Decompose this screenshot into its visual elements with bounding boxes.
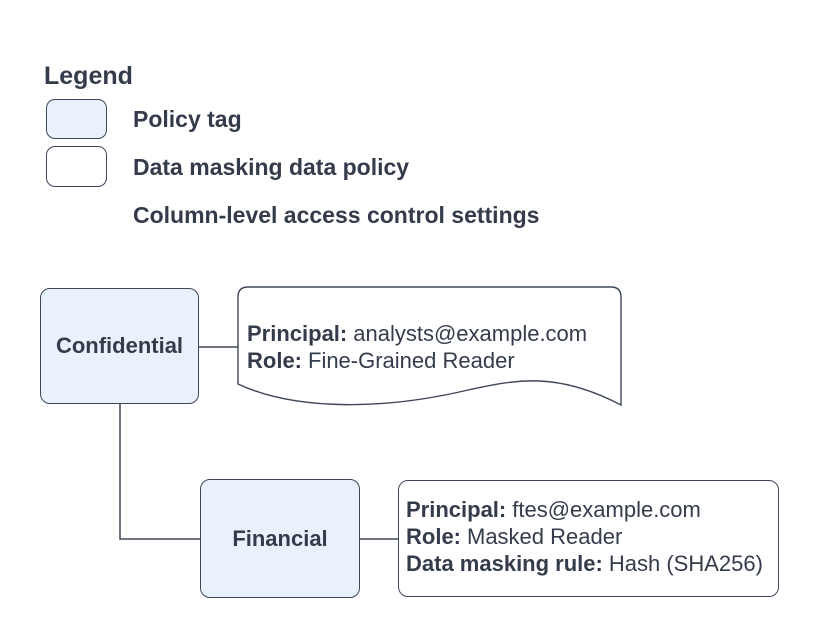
- masking-principal-line: Principal:ftes@example.com: [406, 496, 763, 523]
- legend-swatch-policy-tag: [46, 99, 107, 139]
- data-masking-policy-box: [398, 480, 779, 597]
- connector-confidential-to-financial: [119, 404, 200, 540]
- legend-label-column-access-settings: Column-level access control settings: [133, 202, 540, 228]
- confidential-policy-tag-node: Confidential: [40, 288, 199, 404]
- access-role-value: Fine-Grained Reader: [308, 348, 515, 373]
- data-masking-policy-text: Principal:ftes@example.com Role:Masked R…: [406, 496, 763, 577]
- legend-swatch-data-masking-policy: [46, 146, 107, 187]
- masking-rule-value: Hash (SHA256): [608, 551, 763, 576]
- legend-label-data-masking-policy: Data masking data policy: [133, 154, 410, 180]
- masking-rule-line: Data masking rule:Hash (SHA256): [406, 550, 763, 577]
- access-principal-value: analysts@example.com: [353, 321, 588, 346]
- masking-principal-value: ftes@example.com: [512, 497, 701, 522]
- access-role-line: Role:Fine-Grained Reader: [247, 347, 587, 374]
- financial-policy-tag-node: Financial: [200, 479, 360, 598]
- masking-role-value: Masked Reader: [467, 524, 623, 549]
- document-shape-access-settings: [237, 286, 622, 407]
- financial-node-label: Financial: [232, 525, 328, 551]
- masking-rule-key: Data masking rule:: [406, 551, 603, 576]
- document-icon: [47, 194, 108, 238]
- legend-swatch-column-access-document: [47, 194, 108, 238]
- confidential-node-label: Confidential: [55, 333, 184, 358]
- masking-role-key: Role:: [406, 524, 461, 549]
- legend-title: Legend: [44, 62, 133, 90]
- legend-label-policy-tag: Policy tag: [133, 106, 242, 132]
- access-principal-key: Principal:: [247, 321, 348, 346]
- access-principal-line: Principal:analysts@example.com: [247, 320, 587, 347]
- access-role-key: Role:: [247, 348, 302, 373]
- masking-principal-key: Principal:: [406, 497, 507, 522]
- masking-role-line: Role:Masked Reader: [406, 523, 763, 550]
- access-settings-text: Principal:analysts@example.com Role:Fine…: [247, 320, 587, 374]
